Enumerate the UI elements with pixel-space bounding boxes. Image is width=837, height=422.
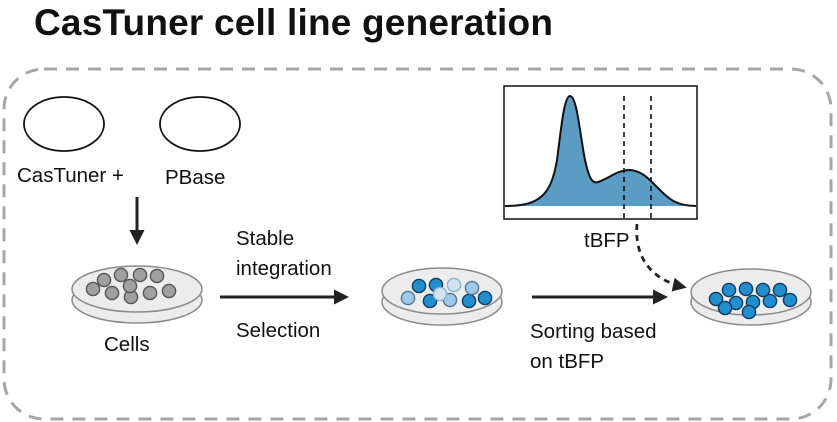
light-blue-cell <box>464 280 480 296</box>
tbfp-histogram <box>503 85 698 220</box>
histogram-density-line <box>504 94 697 207</box>
grey-cell <box>122 278 138 294</box>
light-blue-cell <box>400 290 416 306</box>
grey-cell <box>161 283 177 299</box>
grey-cell <box>96 272 112 288</box>
grey-cell <box>104 285 120 301</box>
blue-cell <box>782 292 798 308</box>
pale-blue-cell <box>446 277 462 293</box>
blue-cell <box>721 282 737 298</box>
dashed-frame <box>2 67 833 421</box>
sorted-plate <box>690 268 812 326</box>
castuner-label: CasTuner + <box>17 164 124 187</box>
stable-integration-label-1: Stable <box>236 227 295 250</box>
blue-cell <box>717 300 733 316</box>
blue-cell <box>755 282 771 298</box>
grey-cell <box>113 267 129 283</box>
blue-cell <box>772 282 788 298</box>
stable-integration-label-2: integration <box>236 257 332 280</box>
blue-cell <box>708 291 724 307</box>
grey-cell <box>132 267 148 283</box>
blue-cell <box>762 293 778 309</box>
gate-to-sorted-arrow <box>635 223 687 292</box>
figure-title: CasTuner cell line generation <box>34 2 554 43</box>
sorting-label-2: on tBFP <box>530 350 605 373</box>
selection-label: Selection <box>236 319 321 342</box>
pbase-label: PBase <box>165 166 226 189</box>
blue-cell <box>477 290 493 306</box>
blue-cell <box>738 281 754 297</box>
sorting-label-1: Sorting based <box>530 320 657 343</box>
blue-cell <box>741 304 757 320</box>
grey-cell <box>142 285 158 301</box>
pbase-plasmid-oval <box>159 96 241 152</box>
blue-cell <box>411 278 427 294</box>
grey-cell <box>149 268 165 284</box>
mixed-expression-plate <box>381 267 503 326</box>
cells-label: Cells <box>104 333 150 356</box>
grey-cell <box>85 281 101 297</box>
castuner-plasmid-oval <box>23 96 105 152</box>
pale-blue-cell <box>432 286 448 302</box>
histogram-axis-label: tBFP <box>584 229 630 252</box>
cells-plate <box>71 265 203 324</box>
blue-cell <box>422 293 438 309</box>
blue-cell <box>461 293 477 309</box>
